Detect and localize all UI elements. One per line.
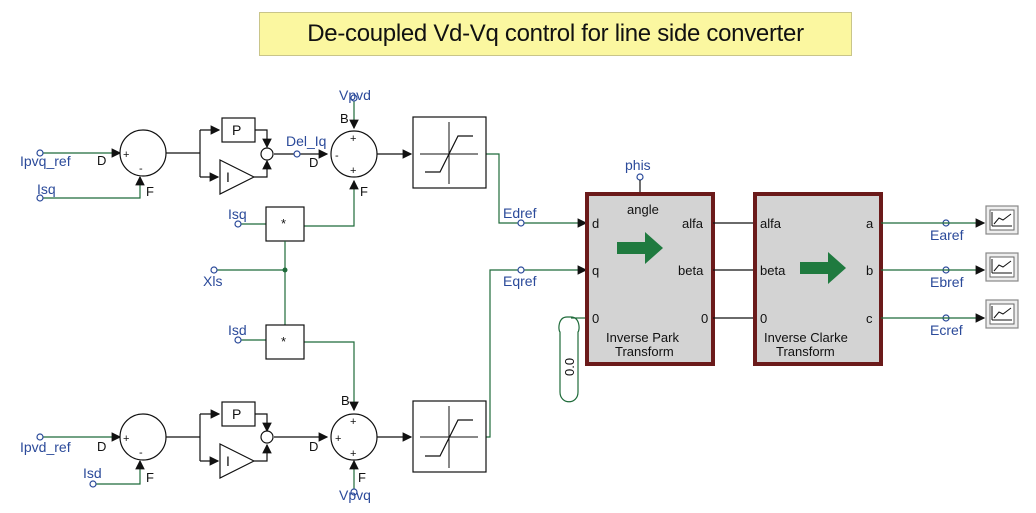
- plus-sign: +: [350, 165, 356, 177]
- label-isd-mul: Isd: [228, 322, 247, 338]
- port-d: D: [97, 439, 106, 454]
- label-eqref: Eqref: [503, 273, 537, 289]
- svg-text:I: I: [226, 453, 230, 469]
- i-block-lower[interactable]: I: [219, 443, 256, 479]
- svg-text:I: I: [226, 169, 230, 185]
- port-d: D: [309, 439, 318, 454]
- sum-junction-upper-pi: [260, 147, 274, 161]
- limiter-block-lower[interactable]: [412, 400, 487, 473]
- p-block-lower[interactable]: P: [221, 401, 256, 427]
- clarke-name-1: Inverse Clarke: [764, 330, 848, 345]
- park-out-0: 0: [701, 311, 708, 326]
- park-in-d: d: [592, 216, 599, 231]
- clarke-name-2: Transform: [776, 344, 835, 359]
- clarke-out-b: b: [866, 263, 873, 278]
- clarke-out-c: c: [866, 311, 873, 326]
- plus-sign: +: [350, 133, 356, 145]
- i-block-upper[interactable]: I: [219, 159, 256, 195]
- port-f: F: [358, 470, 366, 485]
- port-f: F: [146, 184, 154, 199]
- park-angle: angle: [627, 202, 659, 217]
- park-in-0: 0: [592, 311, 599, 326]
- diagram-title: De-coupled Vd-Vq control for line side c…: [259, 12, 852, 56]
- inverse-park-block[interactable]: d q 0 angle alfa beta 0 Inverse Park Tra…: [585, 192, 715, 366]
- multiplier-lower[interactable]: *: [265, 324, 305, 360]
- constant-block[interactable]: 0.0: [558, 316, 586, 403]
- sum-junction-lower-2: + + + B D F: [309, 393, 378, 485]
- inverse-clarke-block[interactable]: alfa beta 0 a b c Inverse Clarke Transfo…: [753, 192, 883, 366]
- sum-junction-upper-2: + - + B D F: [309, 111, 378, 199]
- label-ecref: Ecref: [930, 322, 963, 338]
- lower-channel: [42, 265, 588, 490]
- xls-wiring: [216, 241, 286, 325]
- label-earef: Earef: [930, 227, 964, 243]
- clarke-in-alfa: alfa: [760, 216, 782, 231]
- limiter-block-upper[interactable]: [412, 116, 487, 189]
- park-in-q: q: [592, 263, 599, 278]
- sum-junction-upper-1: + - D F: [97, 129, 167, 199]
- upper-channel: [42, 100, 588, 228]
- label-xls: Xls: [203, 273, 222, 289]
- port-f: F: [146, 470, 154, 485]
- port-b: B: [341, 393, 350, 408]
- label-vpvd: Vpvd: [339, 87, 371, 103]
- scope-meter-c[interactable]: [985, 299, 1019, 329]
- plus-sign: +: [350, 416, 356, 428]
- port-f: F: [360, 184, 368, 199]
- minus-sign: -: [139, 447, 143, 459]
- clarke-in-0: 0: [760, 311, 767, 326]
- scope-meter-b[interactable]: [985, 252, 1019, 282]
- scope-meter-a[interactable]: [985, 205, 1019, 235]
- label-ipvq-ref: Ipvq_ref: [20, 153, 71, 169]
- port-b: B: [340, 111, 349, 126]
- svg-text:*: *: [281, 216, 286, 231]
- svg-text:*: *: [281, 334, 286, 349]
- park-out-beta: beta: [678, 263, 704, 278]
- park-name-2: Transform: [615, 344, 674, 359]
- plus-sign: +: [350, 448, 356, 460]
- port-d: D: [309, 155, 318, 170]
- plus-sign: +: [335, 433, 341, 445]
- clarke-in-beta: beta: [760, 263, 786, 278]
- svg-text:P: P: [232, 122, 241, 138]
- plus-sign: +: [123, 433, 129, 445]
- park-clarke-wires: [713, 222, 753, 319]
- svg-text:0.0: 0.0: [562, 358, 577, 376]
- p-block-upper[interactable]: P: [221, 117, 256, 143]
- arrow-icon: [800, 252, 846, 284]
- multiplier-upper[interactable]: *: [265, 206, 305, 242]
- label-ebref: Ebref: [930, 274, 964, 290]
- label-phis: phis: [625, 157, 651, 173]
- plus-sign: +: [123, 149, 129, 161]
- label-vpvq: Vpvq: [339, 487, 371, 503]
- output-wires: [881, 218, 986, 323]
- svg-text:P: P: [232, 406, 241, 422]
- label-ipvd-ref: Ipvd_ref: [20, 439, 71, 455]
- park-out-alfa: alfa: [682, 216, 704, 231]
- label-del-iq: Del_Iq: [286, 133, 326, 149]
- junction-dot: [282, 267, 288, 273]
- minus-sign: -: [335, 150, 339, 162]
- label-edref: Edref: [503, 205, 537, 221]
- clarke-out-a: a: [866, 216, 874, 231]
- sum-junction-lower-1: + - D F: [97, 413, 167, 485]
- arrow-icon: [617, 232, 663, 264]
- label-isd-in: Isd: [83, 465, 102, 481]
- park-name-1: Inverse Park: [606, 330, 679, 345]
- port-d: D: [97, 153, 106, 168]
- label-isq-mul: Isq: [228, 206, 247, 222]
- minus-sign: -: [139, 163, 143, 175]
- label-isq-in: Isq: [37, 181, 56, 197]
- sum-junction-lower-pi: [260, 430, 274, 444]
